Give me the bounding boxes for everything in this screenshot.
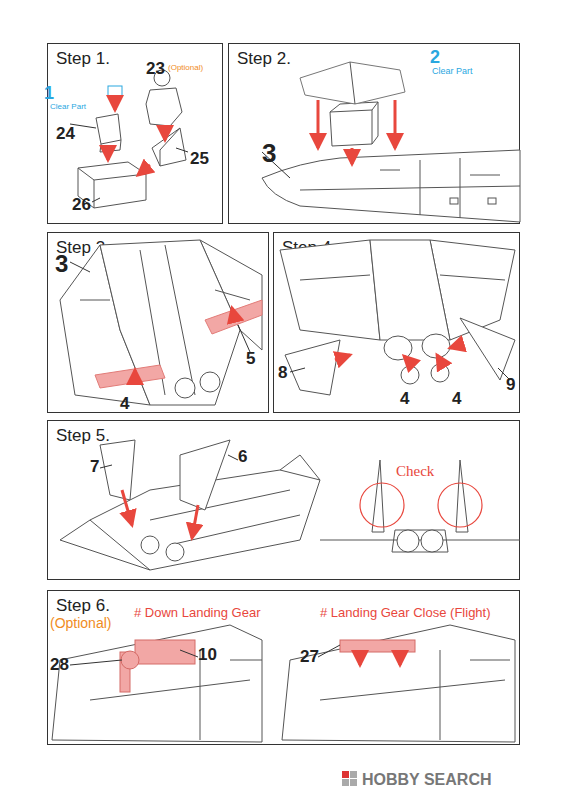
- callout-number: 5: [246, 350, 255, 367]
- check-note: Check: [396, 464, 434, 479]
- step-heading: Step 1.: [56, 49, 110, 69]
- optional-note: (Optional): [168, 64, 203, 72]
- callout-number: 6: [238, 448, 247, 465]
- step-heading: Step 5.: [56, 426, 110, 446]
- callout-number: 4: [120, 395, 129, 412]
- step-heading: Step 6.: [56, 596, 110, 616]
- callout-number: 4: [400, 390, 409, 407]
- callout-number: 7: [90, 458, 99, 475]
- callout-number: 2: [430, 48, 440, 66]
- watermark: HOBBY SEARCH: [362, 772, 492, 788]
- mode-heading: # Down Landing Gear: [134, 606, 260, 619]
- callout-number: 1: [44, 84, 54, 102]
- callout-number: 26: [72, 196, 91, 213]
- callout-number: 28: [50, 656, 69, 673]
- mode-heading: # Landing Gear Close (Flight): [320, 606, 491, 619]
- callout-number: 3: [262, 140, 276, 166]
- callout-number: 23: [146, 60, 165, 77]
- callout-number: 10: [198, 646, 217, 663]
- callout-number: 3: [55, 252, 68, 276]
- callout-number: 24: [56, 125, 75, 142]
- callout-number: 4: [452, 390, 461, 407]
- clear-part-note: Clear Part: [50, 103, 86, 111]
- step-heading: Step 2.: [237, 49, 291, 69]
- clear-part-note: Clear Part: [432, 67, 473, 76]
- callout-number: 9: [506, 376, 515, 393]
- optional-note: (Optional): [50, 615, 111, 631]
- callout-number: 8: [278, 364, 287, 381]
- callout-number: 25: [190, 150, 209, 167]
- callout-number: 27: [300, 648, 319, 665]
